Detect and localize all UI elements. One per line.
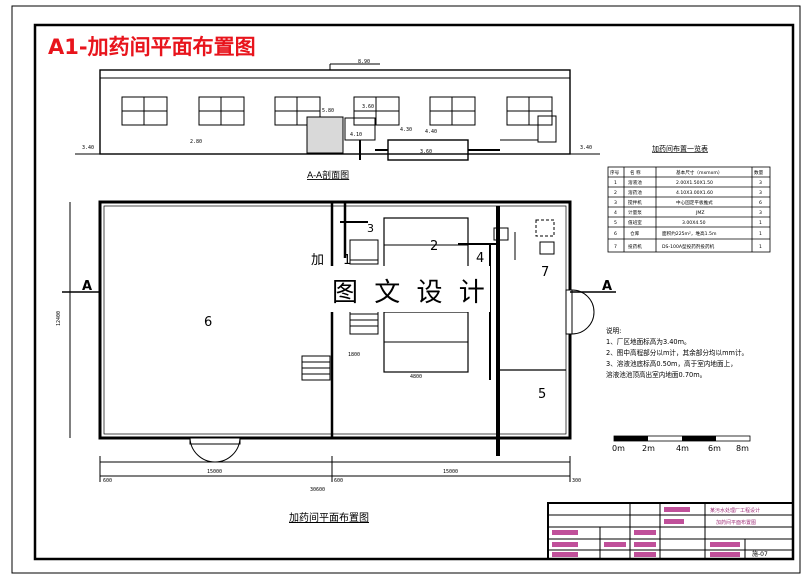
plan-dimensions: 30600 15000 15000 600 600 300 12400 4800… bbox=[56, 311, 581, 493]
svg-text:2: 2 bbox=[430, 239, 438, 254]
svg-text:1800: 1800 bbox=[348, 352, 360, 358]
svg-text:30600: 30600 bbox=[310, 487, 325, 493]
svg-text:4: 4 bbox=[476, 251, 484, 266]
svg-text:2.00X1.50X1.50: 2.00X1.50X1.50 bbox=[676, 180, 713, 186]
svg-text:15000: 15000 bbox=[207, 469, 222, 475]
table-title: 加药间布置一览表 bbox=[652, 144, 708, 153]
svg-text:5.80: 5.80 bbox=[322, 108, 334, 114]
svg-text:3: 3 bbox=[759, 190, 762, 196]
svg-text:A: A bbox=[82, 279, 92, 294]
equipment-table bbox=[607, 166, 771, 253]
svg-text:仓库: 仓库 bbox=[630, 230, 640, 237]
section-windows bbox=[121, 96, 553, 126]
svg-text:12400: 12400 bbox=[56, 311, 62, 326]
svg-text:3: 3 bbox=[759, 210, 762, 216]
svg-text:7: 7 bbox=[541, 265, 549, 280]
svg-text:3.40: 3.40 bbox=[82, 145, 94, 151]
svg-text:3.60: 3.60 bbox=[420, 149, 432, 155]
svg-text:300: 300 bbox=[572, 478, 581, 484]
svg-text:投药机: 投药机 bbox=[628, 243, 642, 250]
svg-text:中心固定平板推式: 中心固定平板推式 bbox=[676, 199, 713, 206]
plan-title: 加药间平面布置图 bbox=[289, 511, 369, 524]
notes: 说明: 1、厂区地面标高为3.40m。 2、图中高程部分以m计，其余部分均以mm… bbox=[606, 326, 748, 379]
svg-text:8.90: 8.90 bbox=[358, 59, 370, 65]
scale-bar-labels: 0m 2m 4m 6m 8m bbox=[612, 444, 749, 453]
svg-text:4.10: 4.10 bbox=[350, 132, 362, 138]
svg-text:序号: 序号 bbox=[610, 169, 620, 176]
svg-text:15000: 15000 bbox=[443, 469, 458, 475]
svg-text:3: 3 bbox=[614, 200, 617, 206]
svg-text:3.60: 3.60 bbox=[362, 104, 374, 110]
svg-text:5: 5 bbox=[614, 220, 617, 226]
svg-text:6m: 6m bbox=[708, 444, 721, 453]
watermark: 图 文 设 计 bbox=[332, 278, 489, 308]
watermark-box bbox=[310, 266, 490, 312]
plan-view bbox=[62, 200, 616, 482]
svg-text:计量泵: 计量泵 bbox=[628, 209, 642, 216]
notes-heading: 说明: bbox=[606, 326, 621, 335]
svg-text:4.10X3.00X1.60: 4.10X3.00X1.60 bbox=[676, 190, 713, 196]
svg-text:1: 1 bbox=[614, 180, 617, 186]
title-block-stamps bbox=[552, 507, 740, 557]
svg-text:加药间平面布置图: 加药间平面布置图 bbox=[716, 519, 756, 526]
svg-text:数量: 数量 bbox=[754, 169, 764, 176]
svg-text:1: 1 bbox=[759, 231, 762, 237]
section-view bbox=[75, 63, 600, 161]
svg-text:某污水处理厂工程设计: 某污水处理厂工程设计 bbox=[710, 507, 760, 514]
svg-text:A: A bbox=[602, 279, 612, 294]
section-markers: A A bbox=[82, 279, 612, 294]
svg-text:DS-100A型投药剂投药机: DS-100A型投药剂投药机 bbox=[662, 243, 715, 250]
svg-text:2m: 2m bbox=[642, 444, 655, 453]
svg-text:600: 600 bbox=[334, 478, 343, 484]
svg-text:2.80: 2.80 bbox=[190, 139, 202, 145]
svg-text:溶药池: 溶药池 bbox=[628, 189, 642, 196]
svg-text:3.40: 3.40 bbox=[580, 145, 592, 151]
svg-text:面积约225m²，堆高1.5m: 面积约225m²，堆高1.5m bbox=[662, 230, 717, 237]
svg-text:溶液池: 溶液池 bbox=[628, 179, 642, 186]
svg-text:施-07: 施-07 bbox=[752, 550, 768, 558]
svg-text:值班室: 值班室 bbox=[628, 219, 642, 226]
svg-text:1: 1 bbox=[343, 253, 351, 268]
svg-text:6: 6 bbox=[759, 200, 762, 206]
svg-text:1: 1 bbox=[759, 244, 762, 250]
svg-text:5: 5 bbox=[538, 387, 546, 402]
inner-frame bbox=[33, 23, 795, 561]
note-line: 2、图中高程部分以m计，其余部分均以mm计。 bbox=[606, 348, 748, 357]
title-block bbox=[547, 502, 794, 560]
svg-text:4.30: 4.30 bbox=[400, 127, 412, 133]
svg-text:8m: 8m bbox=[736, 444, 749, 453]
svg-text:基本尺寸（mxmxm）: 基本尺寸（mxmxm） bbox=[676, 169, 722, 176]
drawing-title: A1-加药间平面布置图 bbox=[48, 35, 256, 59]
equipment-table-text: 序号 名 称 基本尺寸（mxmxm） 数量 1 溶液池 2.00X1.50X1.… bbox=[610, 169, 764, 250]
svg-text:6: 6 bbox=[204, 315, 212, 330]
svg-text:7: 7 bbox=[614, 244, 617, 250]
svg-text:2: 2 bbox=[614, 190, 617, 196]
svg-text:600: 600 bbox=[103, 478, 112, 484]
note-line: 3、溶液池底标高0.50m，高于室内地面上， bbox=[606, 359, 737, 368]
svg-text:名 称: 名 称 bbox=[630, 169, 641, 176]
svg-text:4m: 4m bbox=[676, 444, 689, 453]
scale-bar bbox=[613, 435, 751, 442]
svg-text:6: 6 bbox=[614, 231, 617, 237]
svg-text:3: 3 bbox=[367, 222, 374, 235]
outer-border bbox=[11, 5, 801, 574]
svg-text:4: 4 bbox=[614, 210, 617, 216]
svg-text:0m: 0m bbox=[612, 444, 625, 453]
svg-text:加: 加 bbox=[311, 253, 324, 268]
svg-text:4.40: 4.40 bbox=[425, 129, 437, 135]
note-line: 溶液池池顶高出室内地面0.70m。 bbox=[606, 370, 706, 379]
svg-text:4800: 4800 bbox=[410, 374, 422, 380]
svg-text:搅拌机: 搅拌机 bbox=[628, 199, 642, 206]
section-elevations: 8.90 5.80 3.60 4.10 3.40 2.80 4.30 4.40 … bbox=[82, 59, 592, 155]
title-block-text: 某污水处理厂工程设计 加药间平面布置图 施-07 bbox=[710, 507, 768, 558]
svg-text:3.00X4.50: 3.00X4.50 bbox=[682, 220, 706, 226]
svg-text:1: 1 bbox=[759, 220, 762, 226]
svg-text:3: 3 bbox=[759, 180, 762, 186]
note-line: 1、厂区地面标高为3.40m。 bbox=[606, 337, 691, 346]
svg-text:JMZ: JMZ bbox=[695, 210, 704, 216]
room-numbers: 1 2 3 4 5 6 7 加 bbox=[204, 222, 549, 402]
section-title: A-A剖面图 bbox=[307, 169, 349, 181]
